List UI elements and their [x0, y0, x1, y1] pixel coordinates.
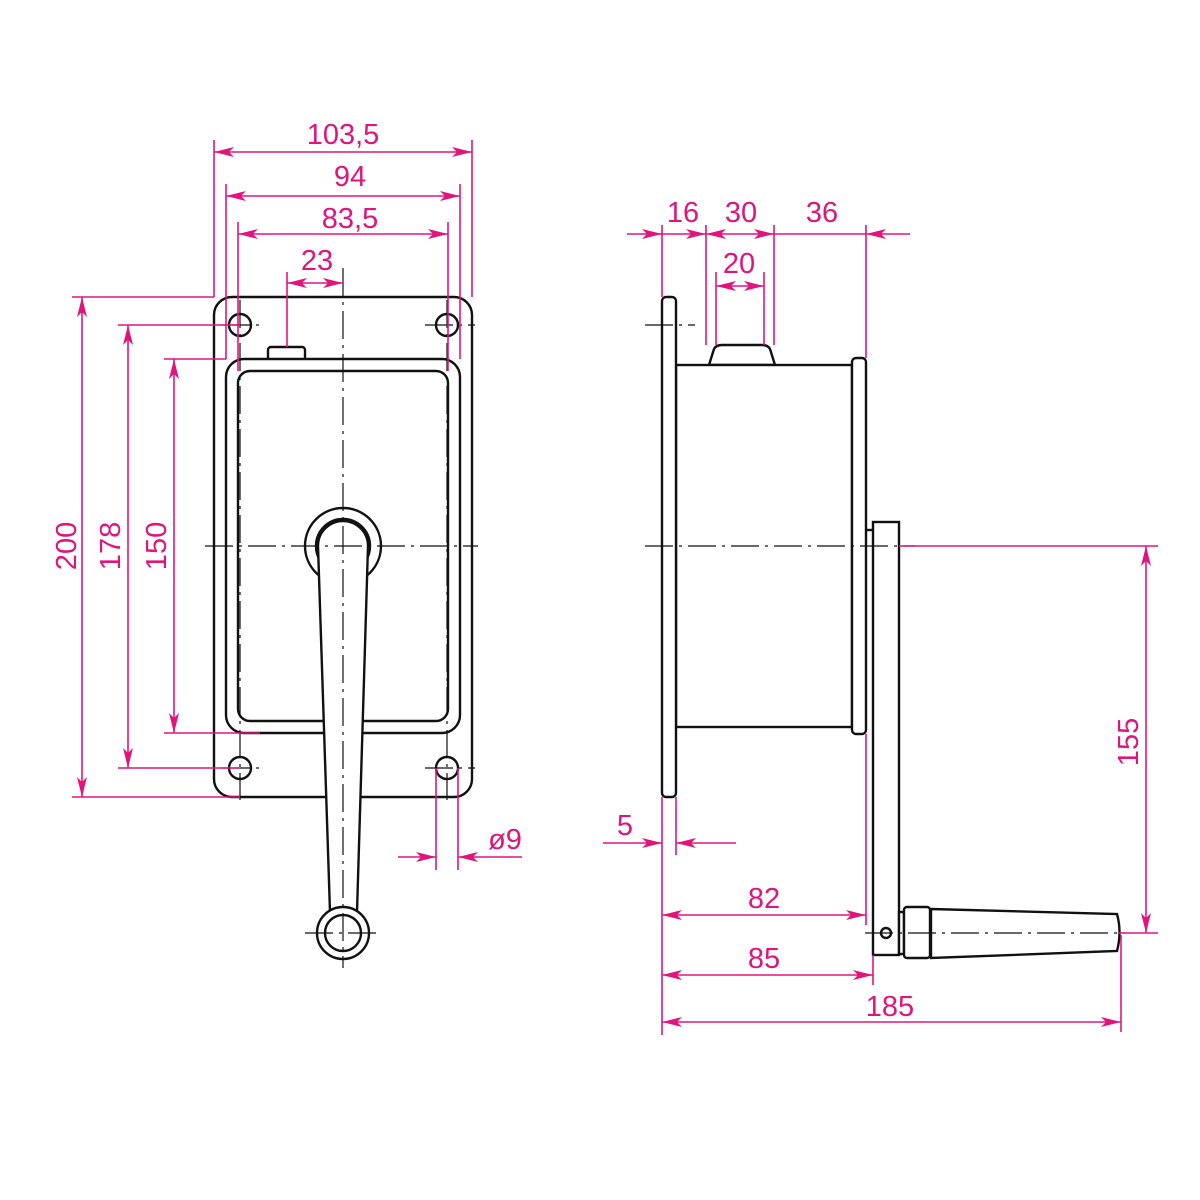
side-top-knob: [707, 343, 777, 367]
dim-185: 185: [866, 991, 914, 1023]
front-dimensions: 103,5 94 83,5 23 200 178 150 ø9: [51, 119, 522, 870]
dim-155: 155: [1113, 718, 1145, 766]
dim-5: 5: [617, 810, 633, 842]
dim-103-5: 103,5: [307, 119, 380, 151]
crank-arm-side: [871, 520, 901, 957]
centerlines: [205, 268, 478, 968]
dim-16: 16: [667, 197, 699, 229]
dim-83-5: 83,5: [322, 203, 378, 235]
handle-grip: [929, 907, 1121, 960]
dim-150: 150: [141, 522, 173, 570]
side-view: 16 30 36 20 5 82 85 185 155: [603, 197, 1158, 1035]
dim-94: 94: [334, 161, 366, 193]
dim-30: 30: [725, 197, 757, 229]
base-flange: [660, 295, 678, 799]
dim-82: 82: [748, 883, 780, 915]
dim-85: 85: [748, 943, 780, 975]
front-view: 103,5 94 83,5 23 200 178 150 ø9: [51, 119, 522, 968]
dim-20: 20: [723, 248, 755, 280]
dim-200: 200: [51, 522, 83, 570]
dim-36: 36: [806, 197, 838, 229]
dim-178: 178: [95, 522, 127, 570]
dim-hole-diameter: ø9: [488, 824, 522, 856]
dim-23: 23: [301, 245, 333, 277]
side-dimensions: 16 30 36 20 5 82 85 185 155: [603, 197, 1158, 1035]
